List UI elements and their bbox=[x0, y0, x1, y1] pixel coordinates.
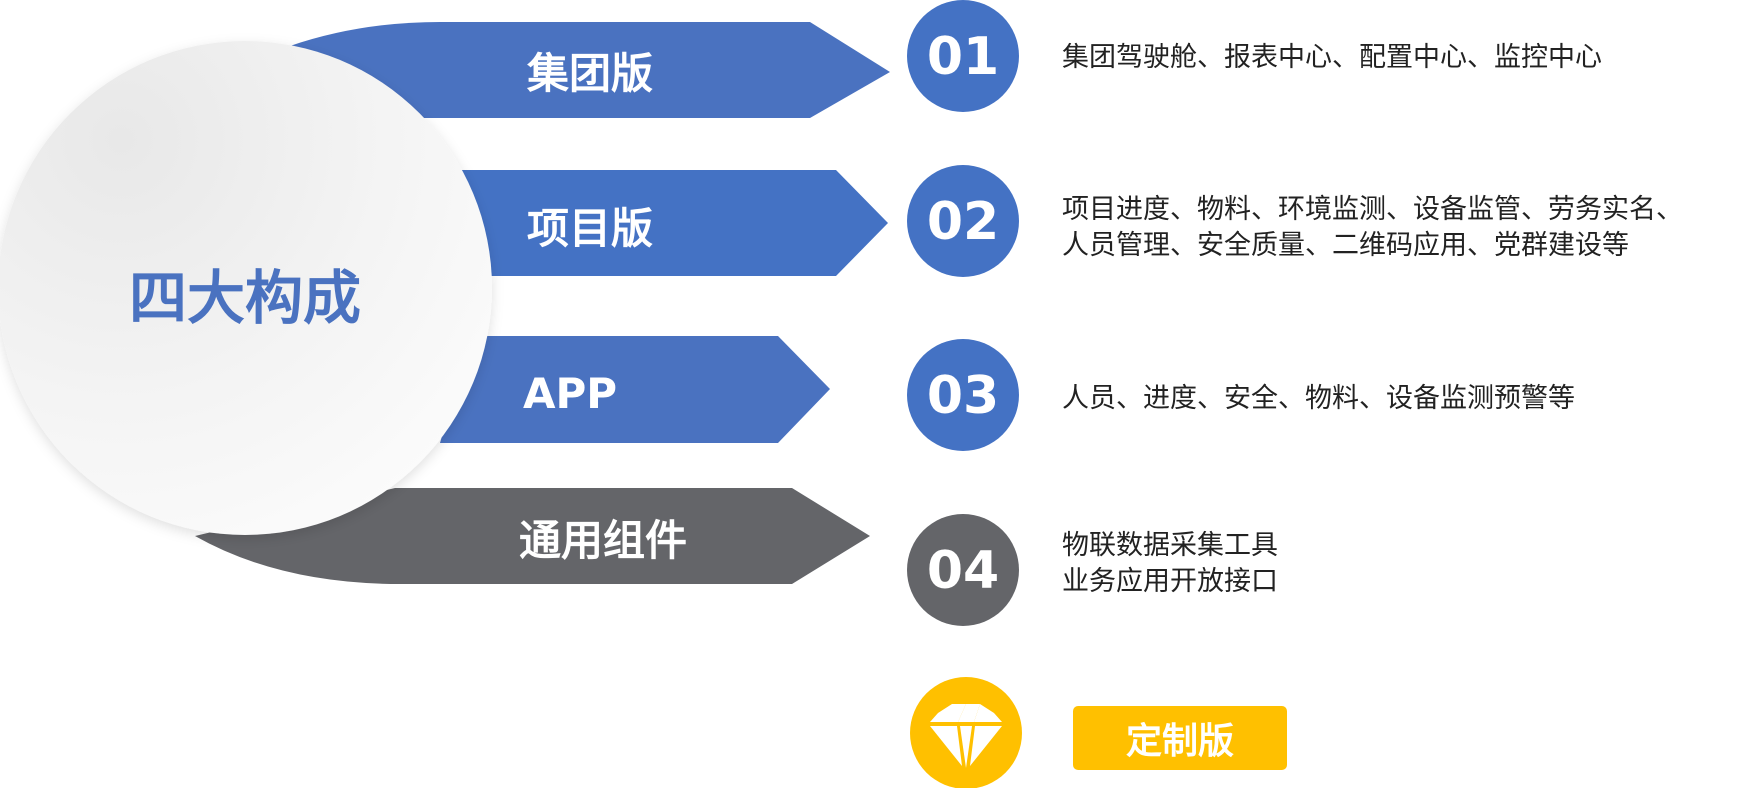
center-title: 四大构成 bbox=[129, 264, 361, 332]
arrow-app bbox=[440, 336, 830, 443]
number-02: 02 bbox=[927, 192, 999, 252]
arrow-label-app: APP bbox=[523, 369, 617, 418]
desc-line: 人员、进度、安全、物料、设备监测预警等 bbox=[1062, 383, 1575, 414]
number-circle-04 bbox=[907, 514, 1019, 626]
arrow-label-group: 集团版 bbox=[526, 49, 653, 98]
arrow-project bbox=[455, 170, 888, 276]
number-03: 03 bbox=[927, 366, 999, 426]
number-01: 01 bbox=[927, 27, 999, 87]
desc-common: 物联数据采集工具 业务应用开放接口 bbox=[1062, 528, 1278, 600]
number-circle-03 bbox=[907, 339, 1019, 451]
desc-line: 物联数据采集工具 bbox=[1062, 530, 1278, 561]
arrow-common bbox=[195, 488, 870, 584]
desc-group: 集团驾驶舱、报表中心、配置中心、监控中心 bbox=[1062, 40, 1602, 76]
desc-line: 集团驾驶舱、报表中心、配置中心、监控中心 bbox=[1062, 42, 1602, 73]
center-circle bbox=[0, 41, 492, 535]
number-circle-02 bbox=[907, 165, 1019, 277]
desc-line: 业务应用开放接口 bbox=[1062, 566, 1278, 597]
desc-app: 人员、进度、安全、物料、设备监测预警等 bbox=[1062, 381, 1575, 417]
custom-edition-label: 定制版 bbox=[1073, 706, 1287, 770]
number-04: 04 bbox=[927, 541, 999, 601]
desc-line: 项目进度、物料、环境监测、设备监管、劳务实名、 bbox=[1062, 194, 1683, 225]
desc-line: 人员管理、安全质量、二维码应用、党群建设等 bbox=[1062, 230, 1629, 261]
number-circle-01 bbox=[907, 0, 1019, 112]
arrow-label-project: 项目版 bbox=[527, 204, 653, 253]
arrow-group bbox=[290, 22, 890, 118]
diamond-icon bbox=[930, 704, 1002, 768]
desc-project: 项目进度、物料、环境监测、设备监管、劳务实名、 人员管理、安全质量、二维码应用、… bbox=[1062, 192, 1683, 264]
arrow-label-common: 通用组件 bbox=[519, 516, 687, 565]
